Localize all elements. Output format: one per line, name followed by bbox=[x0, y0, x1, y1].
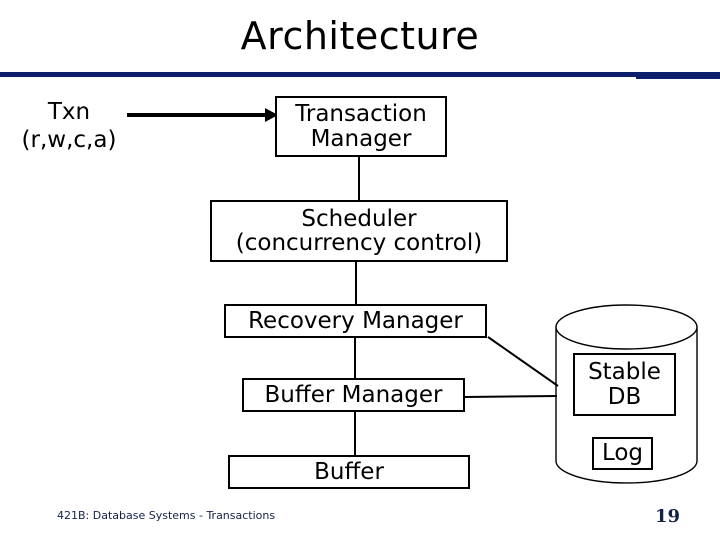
txn-arrow bbox=[127, 108, 278, 122]
title-divider-accent bbox=[636, 77, 720, 79]
box-buffer-label: Buffer bbox=[314, 458, 384, 485]
box-stable-db[interactable]: Stable DB bbox=[573, 353, 676, 416]
connector-buffermanager-stabledb bbox=[464, 395, 558, 398]
box-buffer-manager[interactable]: Buffer Manager bbox=[242, 378, 465, 412]
database-cylinder-icon bbox=[555, 304, 698, 484]
footer-course-label: 421B: Database Systems - Transactions bbox=[57, 509, 276, 522]
box-stable-db-label: Stable DB bbox=[588, 359, 661, 410]
box-log-label: Log bbox=[601, 440, 644, 467]
page-title: Architecture bbox=[240, 14, 480, 58]
connector-recovery-stabledb bbox=[487, 336, 559, 387]
box-log[interactable]: Log bbox=[592, 437, 653, 470]
txn-input-label: Txn (r,w,c,a) bbox=[21, 99, 117, 153]
box-transaction-manager-label: Transaction Manager bbox=[295, 101, 427, 152]
box-buffer[interactable]: Buffer bbox=[228, 455, 470, 489]
box-buffer-manager-label: Buffer Manager bbox=[264, 381, 443, 408]
title-divider bbox=[0, 72, 720, 77]
box-recovery-manager[interactable]: Recovery Manager bbox=[224, 304, 487, 338]
page-number: 19 bbox=[655, 506, 681, 527]
box-scheduler[interactable]: Scheduler (concurrency control) bbox=[210, 200, 508, 262]
box-transaction-manager[interactable]: Transaction Manager bbox=[275, 96, 447, 157]
box-recovery-manager-label: Recovery Manager bbox=[248, 307, 463, 334]
box-scheduler-label: Scheduler (concurrency control) bbox=[235, 205, 483, 256]
